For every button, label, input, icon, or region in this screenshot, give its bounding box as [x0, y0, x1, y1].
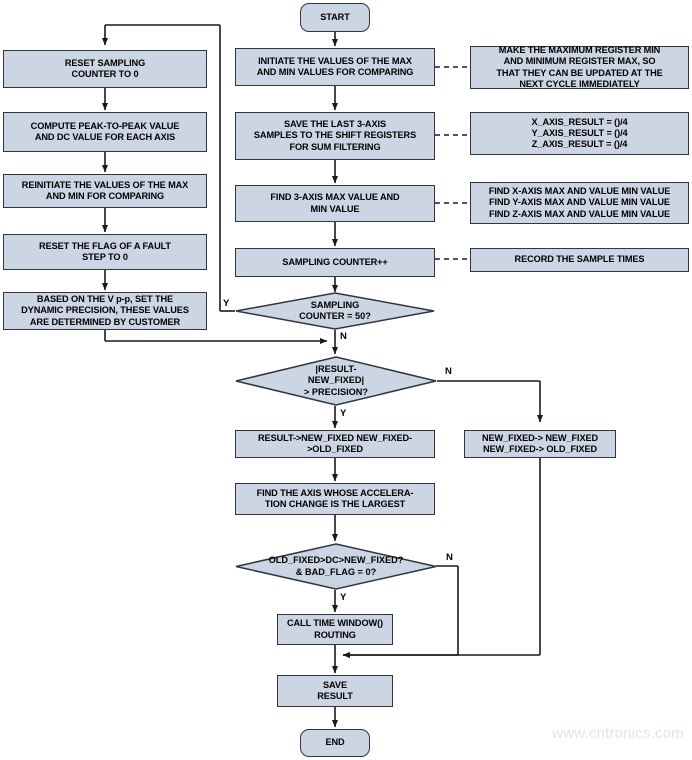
note-record-sample-times-label: RECORD THE SAMPLE TIMES — [514, 254, 645, 265]
node-compute-peak-to-peak-label: COMPUTE PEAK-TO-PEAK VALUE AND DC VALUE … — [30, 120, 180, 142]
node-fixed-assign[interactable]: NEW_FIXED-> NEW_FIXED NEW_FIXED-> OLD_FI… — [464, 430, 616, 458]
node-end-label: END — [325, 737, 345, 748]
note-find-axis-values-label: FIND X-AXIS MAX AND VALUE MIN VALUE FIND… — [488, 186, 671, 219]
note-sum-filter: X_AXIS_RESULT = ()/4 Y_AXIS_RESULT = ()/… — [470, 112, 689, 155]
decision-dc-range[interactable]: OLD_FIXED>DC>NEW_FIXED? & BAD_FLAG = 0? — [235, 543, 437, 590]
note-init-max-min: MAKE THE MAXIMUM REGISTER MIN AND MINIMU… — [470, 45, 689, 89]
node-save-samples[interactable]: SAVE THE LAST 3-AXIS SAMPLES TO THE SHIF… — [235, 112, 435, 160]
node-call-time-window[interactable]: CALL TIME WINDOW() ROUTING — [277, 614, 393, 645]
node-compute-peak-to-peak[interactable]: COMPUTE PEAK-TO-PEAK VALUE AND DC VALUE … — [3, 112, 207, 152]
node-counter-increment-label: SAMPLING COUNTER++ — [282, 256, 388, 267]
node-based-on-vpp[interactable]: BASED ON THE V p-p, SET THE DYNAMIC PREC… — [3, 292, 207, 330]
watermark: www.cntronics.com — [552, 725, 684, 742]
edge-label-precision-no: N — [445, 366, 452, 377]
node-fixed-assign-label: NEW_FIXED-> NEW_FIXED NEW_FIXED-> OLD_FI… — [481, 432, 599, 454]
node-reset-flag[interactable]: RESET THE FLAG OF A FAULT STEP TO 0 — [3, 234, 207, 270]
note-record-sample-times: RECORD THE SAMPLE TIMES — [470, 248, 689, 272]
node-call-time-window-label: CALL TIME WINDOW() ROUTING — [286, 618, 383, 640]
node-based-on-vpp-label: BASED ON THE V p-p, SET THE DYNAMIC PREC… — [21, 294, 189, 327]
node-reset-flag-label: RESET THE FLAG OF A FAULT STEP TO 0 — [39, 240, 171, 262]
edge-label-dc-no: N — [446, 552, 453, 563]
node-find-axis[interactable]: FIND THE AXIS WHOSE ACCELERA- TION CHANG… — [235, 483, 435, 515]
node-start[interactable]: START — [300, 3, 370, 32]
note-init-max-min-label: MAKE THE MAXIMUM REGISTER MIN AND MINIMU… — [496, 45, 663, 89]
node-result-assign[interactable]: RESULT->NEW_FIXED NEW_FIXED- >OLD_FIXED — [235, 430, 435, 458]
node-save-result[interactable]: SAVE RESULT — [277, 675, 393, 707]
node-reinit-max-min[interactable]: REINITIATE THE VALUES OF THE MAX AND MIN… — [3, 174, 207, 208]
node-result-assign-label: RESULT->NEW_FIXED NEW_FIXED- >OLD_FIXED — [258, 432, 412, 454]
node-init-max-min[interactable]: INITIATE THE VALUES OF THE MAX AND MIN V… — [235, 48, 435, 86]
note-find-axis-values: FIND X-AXIS MAX AND VALUE MIN VALUE FIND… — [470, 182, 689, 224]
node-start-label: START — [320, 11, 350, 22]
node-counter-increment[interactable]: SAMPLING COUNTER++ — [235, 248, 435, 277]
node-reset-counter[interactable]: RESET SAMPLING COUNTER TO 0 — [3, 50, 207, 88]
node-find-axis-label: FIND THE AXIS WHOSE ACCELERA- TION CHANG… — [256, 487, 414, 509]
node-init-max-min-label: INITIATE THE VALUES OF THE MAX AND MIN V… — [256, 55, 414, 77]
edge-label-counter-yes: Y — [223, 298, 230, 309]
decision-precision[interactable]: |RESULT- NEW_FIXED| > PRECISION? — [235, 356, 437, 406]
node-save-result-label: SAVE RESULT — [317, 679, 353, 701]
node-reinit-max-min-label: REINITIATE THE VALUES OF THE MAX AND MIN… — [21, 179, 189, 201]
edge-label-precision-yes: Y — [340, 408, 347, 419]
node-save-samples-label: SAVE THE LAST 3-AXIS SAMPLES TO THE SHIF… — [253, 119, 417, 152]
decision-sampling-counter[interactable]: SAMPLING COUNTER = 50? — [235, 292, 435, 330]
edge-label-counter-no: N — [340, 331, 347, 342]
node-reset-counter-label: RESET SAMPLING COUNTER TO 0 — [64, 57, 146, 79]
edge-label-dc-yes: Y — [340, 592, 347, 603]
node-find-max-min[interactable]: FIND 3-AXIS MAX VALUE AND MIN VALUE — [235, 185, 435, 222]
note-sum-filter-label: X_AXIS_RESULT = ()/4 Y_AXIS_RESULT = ()/… — [531, 116, 628, 150]
node-end[interactable]: END — [300, 729, 370, 757]
node-find-max-min-label: FIND 3-AXIS MAX VALUE AND MIN VALUE — [270, 192, 400, 214]
